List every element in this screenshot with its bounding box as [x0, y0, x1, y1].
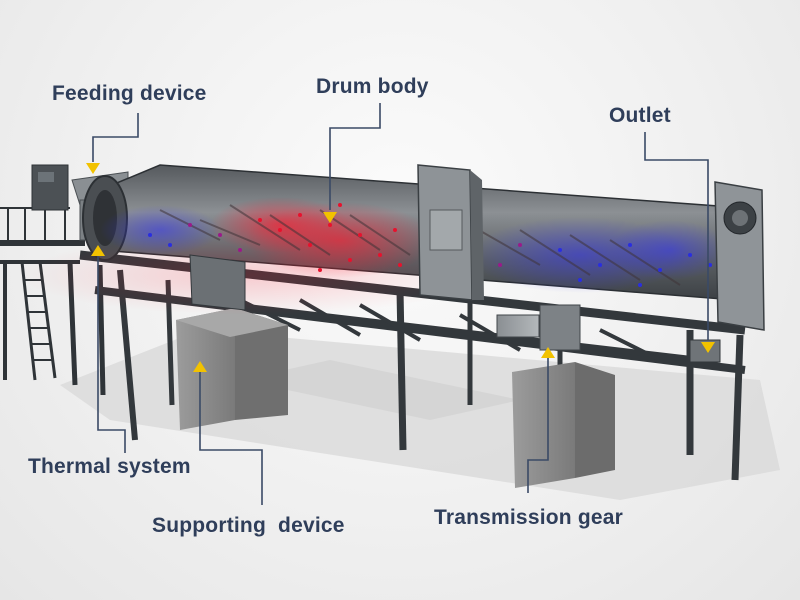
pointer-arrows: [86, 163, 715, 372]
feeding-arrow-icon: [86, 163, 100, 174]
warm-particles: [188, 223, 522, 267]
thermal-system-label: Thermal system: [28, 455, 191, 478]
cool-particles: [148, 233, 712, 287]
transmission-arrow-icon: [541, 347, 555, 358]
feeding-device-label: Feeding device: [52, 82, 207, 105]
support-ring-housing-middle: [417, 164, 484, 301]
thermal-arrow-icon: [91, 245, 105, 256]
hot-particles: [258, 203, 402, 272]
concrete-pillar-right: [512, 362, 615, 488]
drum-body-label: Drum body: [316, 75, 429, 98]
control-cabinet: [31, 164, 69, 211]
leader-lines: [92, 103, 709, 505]
transmission-gear-label: Transmission gear: [434, 506, 623, 529]
support-ring-housing-left: [189, 254, 246, 311]
outlet-label: Outlet: [609, 104, 671, 127]
outlet-arrow-icon: [701, 342, 715, 353]
supporting-device-label: Supporting device: [152, 514, 345, 537]
drum-arrow-icon: [323, 212, 337, 223]
concrete-pillar-left: [176, 308, 288, 430]
supporting-arrow-icon: [193, 361, 207, 372]
transmission-gearbox: [496, 304, 581, 351]
drum-body: [20, 164, 746, 315]
